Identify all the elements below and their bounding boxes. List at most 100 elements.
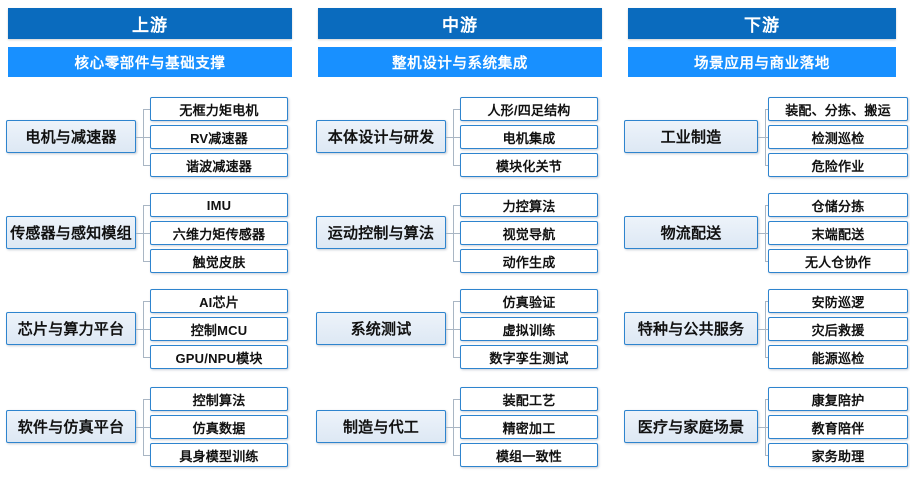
chain-group: 本体设计与研发 人形/四足结构 电机集成 模块化关节 — [310, 92, 616, 182]
item-label: 危险作业 — [811, 158, 865, 174]
bracket-connector-icon — [136, 92, 150, 182]
tier-subtitle-downstream: 场景应用与商业落地 — [628, 47, 896, 77]
chain-group: 医疗与家庭场景 康复陪护 教育陪伴 家务助理 — [620, 382, 910, 472]
category-label: 电机与减速器 — [25, 129, 117, 146]
item-label: 仿真数据 — [192, 420, 246, 436]
item-box[interactable]: GPU/NPU模块 — [150, 345, 288, 369]
item-box[interactable]: 具身模型训练 — [150, 443, 288, 467]
chain-group: 传感器与感知模组 IMU 六维力矩传感器 触觉皮肤 — [0, 188, 306, 278]
category-label: 制造与代工 — [342, 419, 419, 436]
item-label: AI芯片 — [199, 294, 239, 310]
item-box[interactable]: 无人仓协作 — [768, 249, 908, 273]
category-box[interactable]: 软件与仿真平台 — [6, 410, 136, 443]
item-box[interactable]: 康复陪护 — [768, 387, 908, 411]
bracket-connector-icon — [446, 92, 460, 182]
bracket-stub — [143, 109, 150, 111]
item-box[interactable]: 仿真验证 — [460, 289, 598, 313]
category-box[interactable]: 系统测试 — [316, 312, 446, 345]
item-label: 具身模型训练 — [179, 448, 259, 464]
item-box[interactable]: 无框力矩电机 — [150, 97, 288, 121]
item-box[interactable]: 精密加工 — [460, 415, 598, 439]
category-box[interactable]: 特种与公共服务 — [624, 312, 758, 345]
bracket-spine — [143, 205, 145, 261]
category-label: 特种与公共服务 — [637, 321, 745, 338]
item-box[interactable]: 能源巡检 — [768, 345, 908, 369]
bracket-stem — [446, 233, 453, 235]
category-box[interactable]: 工业制造 — [624, 120, 758, 153]
item-box[interactable]: 灾后救援 — [768, 317, 908, 341]
bracket-stub — [143, 301, 150, 303]
item-box[interactable]: 数字孪生测试 — [460, 345, 598, 369]
chain-group: 物流配送 仓储分拣 末端配送 无人仓协作 — [620, 188, 910, 278]
item-box[interactable]: 电机集成 — [460, 125, 598, 149]
item-box[interactable]: 教育陪伴 — [768, 415, 908, 439]
tier-header-downstream: 下游 — [628, 8, 896, 39]
category-label: 传感器与感知模组 — [10, 225, 132, 242]
item-box[interactable]: 模块化关节 — [460, 153, 598, 177]
bracket-stub — [453, 329, 460, 331]
category-box[interactable]: 本体设计与研发 — [316, 120, 446, 153]
chain-group: 芯片与算力平台 AI芯片 控制MCU GPU/NPU模块 — [0, 284, 306, 374]
item-label: 谐波减速器 — [185, 158, 252, 174]
item-label: 家务助理 — [811, 448, 865, 464]
item-box[interactable]: 危险作业 — [768, 153, 908, 177]
item-label: 仓储分拣 — [811, 198, 865, 214]
item-label: 动作生成 — [502, 254, 556, 270]
bracket-spine — [453, 301, 455, 357]
bracket-stem — [136, 233, 143, 235]
tier-header-upstream: 上游 — [8, 8, 292, 39]
category-box[interactable]: 传感器与感知模组 — [6, 216, 136, 249]
bracket-stub — [143, 233, 150, 235]
item-box[interactable]: 装配、分拣、搬运 — [768, 97, 908, 121]
item-box[interactable]: 控制MCU — [150, 317, 288, 341]
bracket-stem — [446, 329, 453, 331]
item-box[interactable]: 动作生成 — [460, 249, 598, 273]
item-box[interactable]: 模组一致性 — [460, 443, 598, 467]
bracket-spine — [453, 399, 455, 455]
bracket-stub — [143, 137, 150, 139]
chain-group: 电机与减速器 无框力矩电机 RV减速器 谐波减速器 — [0, 92, 306, 182]
item-box[interactable]: 末端配送 — [768, 221, 908, 245]
item-box[interactable]: 仿真数据 — [150, 415, 288, 439]
category-box[interactable]: 芯片与算力平台 — [6, 312, 136, 345]
item-box[interactable]: 人形/四足结构 — [460, 97, 598, 121]
item-box[interactable]: 装配工艺 — [460, 387, 598, 411]
category-box[interactable]: 电机与减速器 — [6, 120, 136, 153]
bracket-stub — [453, 233, 460, 235]
item-box[interactable]: AI芯片 — [150, 289, 288, 313]
item-box[interactable]: 仓储分拣 — [768, 193, 908, 217]
tier-header-midstream: 中游 — [318, 8, 602, 39]
item-label: 力控算法 — [502, 198, 556, 214]
bracket-stub — [453, 357, 460, 359]
chain-column-midstream: 中游 整机设计与系统集成 本体设计与研发 人形/四足结构 电机集成 — [310, 0, 616, 488]
item-box[interactable]: 检测巡检 — [768, 125, 908, 149]
item-box[interactable]: 六维力矩传感器 — [150, 221, 288, 245]
category-box[interactable]: 运动控制与算法 — [316, 216, 446, 249]
item-label: 无人仓协作 — [804, 254, 871, 270]
bracket-stem — [758, 137, 765, 139]
item-box[interactable]: 安防巡逻 — [768, 289, 908, 313]
category-box[interactable]: 制造与代工 — [316, 410, 446, 443]
item-box[interactable]: 家务助理 — [768, 443, 908, 467]
bracket-stub — [453, 137, 460, 139]
chain-group: 制造与代工 装配工艺 精密加工 模组一致性 — [310, 382, 616, 472]
item-box[interactable]: 虚拟训练 — [460, 317, 598, 341]
item-box[interactable]: 力控算法 — [460, 193, 598, 217]
item-box[interactable]: IMU — [150, 193, 288, 217]
category-label: 芯片与算力平台 — [17, 321, 125, 338]
item-box[interactable]: 触觉皮肤 — [150, 249, 288, 273]
item-label: 装配、分拣、搬运 — [785, 102, 891, 118]
bracket-connector-icon — [758, 382, 772, 472]
category-box[interactable]: 物流配送 — [624, 216, 758, 249]
item-box[interactable]: 谐波减速器 — [150, 153, 288, 177]
category-label: 本体设计与研发 — [327, 129, 435, 146]
item-box[interactable]: 控制算法 — [150, 387, 288, 411]
tier-subtitle-label: 核心零部件与基础支撑 — [74, 55, 226, 72]
bracket-connector-icon — [136, 382, 150, 472]
item-box[interactable]: 视觉导航 — [460, 221, 598, 245]
bracket-stem — [136, 329, 143, 331]
item-box[interactable]: RV减速器 — [150, 125, 288, 149]
category-box[interactable]: 医疗与家庭场景 — [624, 410, 758, 443]
item-label: 虚拟训练 — [502, 322, 556, 338]
